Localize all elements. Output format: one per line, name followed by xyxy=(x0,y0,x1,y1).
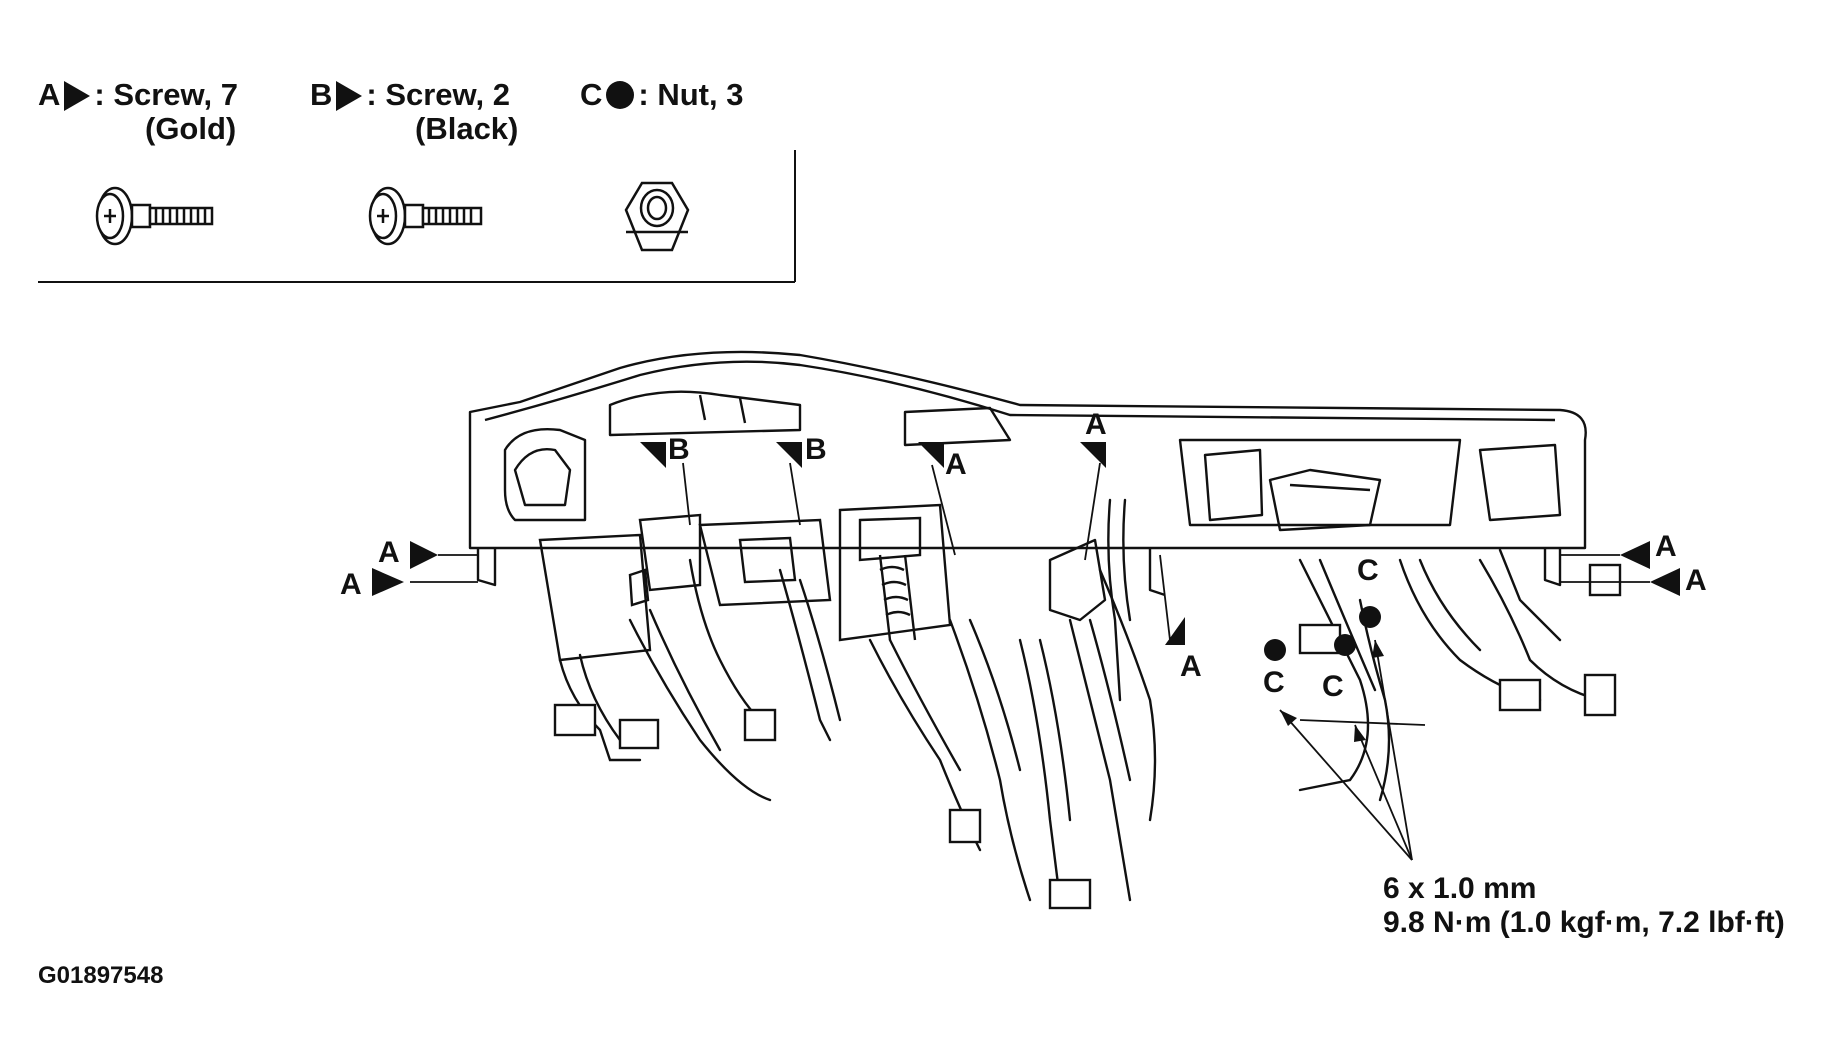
callout-c2: C xyxy=(1322,670,1344,703)
connectors xyxy=(553,563,1622,910)
legend-text-a: : Screw, 7 xyxy=(94,77,238,112)
callout-a-left2: A xyxy=(340,568,362,601)
spec-size: 6 x 1.0 mm xyxy=(1383,872,1537,905)
legend-nut-c: C : Nut, 3 xyxy=(580,78,743,112)
nut-marker-c2 xyxy=(1334,634,1356,656)
callout-a-right1: A xyxy=(1655,530,1677,563)
legend-frame xyxy=(38,150,796,283)
marker-a-top xyxy=(1080,442,1106,468)
torque-leaders xyxy=(1279,639,1413,861)
legend-screw-a: A : Screw, 7 xyxy=(38,78,238,112)
marker-a-left2 xyxy=(372,568,404,596)
nut-marker-c3 xyxy=(1359,606,1381,628)
nut-marker-c1 xyxy=(1264,639,1286,661)
legend-screw-b: B : Screw, 2 xyxy=(310,78,510,112)
callout-a-lower: A xyxy=(1180,650,1202,683)
callout-c1: C xyxy=(1263,666,1285,699)
steering-column xyxy=(538,503,952,662)
callout-a-right2: A xyxy=(1685,564,1707,597)
screw-gold-icon xyxy=(95,186,214,246)
mounting-lines xyxy=(410,462,1650,726)
screw-markers xyxy=(372,442,1680,645)
callout-b1: B xyxy=(668,433,690,466)
dashboard-outline xyxy=(468,350,1587,622)
figure-id: G01897548 xyxy=(38,962,164,989)
spec-torque: 9.8 N·m (1.0 kgf·m, 7.2 lbf·ft) xyxy=(1383,906,1785,939)
marker-b2 xyxy=(776,442,802,468)
wiring-harness xyxy=(558,498,1602,902)
callout-a-dash1: A xyxy=(945,448,967,481)
callout-a-left1: A xyxy=(378,536,400,569)
legend-letter-b: B xyxy=(310,77,333,112)
legend-text-b: : Screw, 2 xyxy=(366,77,510,112)
callout-c3: C xyxy=(1357,554,1379,587)
screw-black-icon xyxy=(368,186,483,246)
marker-a-right1 xyxy=(1620,541,1650,569)
screw-b-triangle-icon xyxy=(336,81,363,111)
legend-sub-b: (Black) xyxy=(415,111,519,146)
nut-markers xyxy=(1264,606,1381,661)
legend-text-c: : Nut, 3 xyxy=(638,77,744,112)
marker-a-left1 xyxy=(410,541,438,569)
marker-a-right2 xyxy=(1650,568,1680,596)
marker-a-dash1 xyxy=(918,442,944,468)
legend-letter-a: A xyxy=(38,77,61,112)
callout-b2: B xyxy=(805,433,827,466)
callout-a-top: A xyxy=(1085,408,1107,441)
nut-icon xyxy=(624,181,690,252)
marker-b1 xyxy=(640,442,666,468)
torque-arrowheads xyxy=(1280,640,1384,742)
marker-a-lower xyxy=(1165,617,1185,645)
legend-letter-c: C xyxy=(580,77,603,112)
nut-c-circle-icon xyxy=(606,81,635,109)
legend-sub-a: (Gold) xyxy=(145,111,237,146)
screw-a-triangle-icon xyxy=(64,81,91,111)
